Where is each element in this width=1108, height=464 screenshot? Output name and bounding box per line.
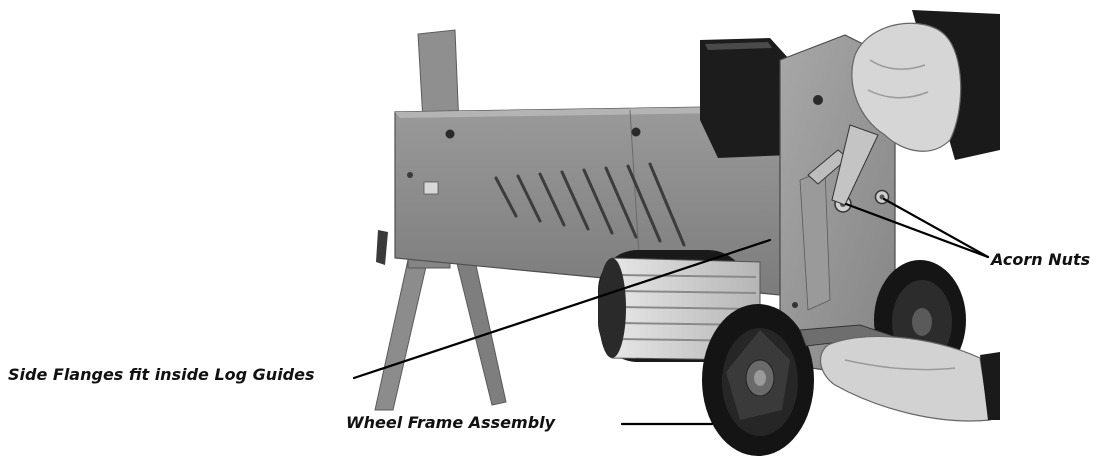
leader-side-flanges [352,238,772,380]
leader-acorn-nut-2 [882,197,990,259]
top-tray [700,38,790,158]
callout-side-flanges: Side Flanges fit inside Log Guides [8,365,315,384]
front-wheel [702,304,814,456]
callout-acorn-nuts: Acorn Nuts [991,250,1091,269]
gloved-hand-top [831,10,1000,206]
callout-wheel-frame-assembly: Wheel Frame Assembly [346,413,556,432]
main-beam [394,105,786,296]
gloved-hand-bottom [819,335,1000,422]
leader-lines [352,197,990,426]
leader-acorn-nut-1 [844,202,990,259]
vent-slots [494,162,686,247]
